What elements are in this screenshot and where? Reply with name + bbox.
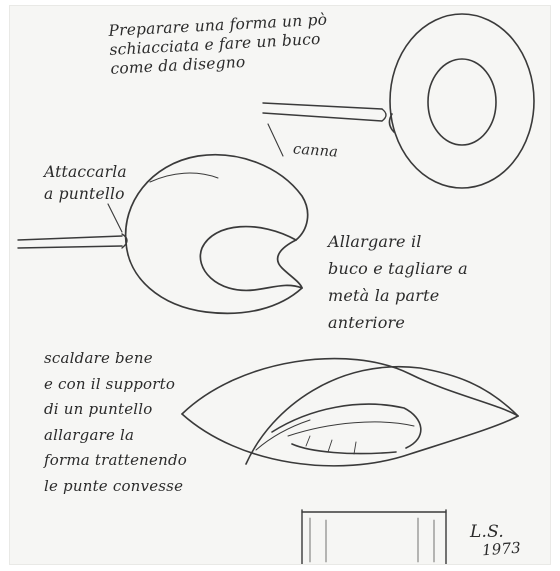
- canna-label: canna: [292, 141, 338, 160]
- step-two-note: Attaccarla a puntello: [44, 161, 127, 205]
- final-sculpture-drawing: [182, 359, 518, 466]
- step-four-note: scaldare bene e con il supporto di un pu…: [44, 346, 187, 499]
- step-three-note: Allargare il buco e tagliare a metà la p…: [328, 228, 468, 336]
- sculpture-base-drawing: [302, 510, 446, 564]
- signature-year: 1973: [481, 539, 521, 560]
- step-one-note: Preparare una forma un pò schiacciata e …: [108, 11, 330, 79]
- open-form-drawing: [126, 155, 308, 314]
- artist-signature: L.S.: [470, 522, 504, 542]
- sketch-sheet: Preparare una forma un pò schiacciata e …: [10, 6, 550, 564]
- puntello-rod-drawing: [18, 204, 127, 248]
- flattened-disc-drawing: [389, 14, 534, 188]
